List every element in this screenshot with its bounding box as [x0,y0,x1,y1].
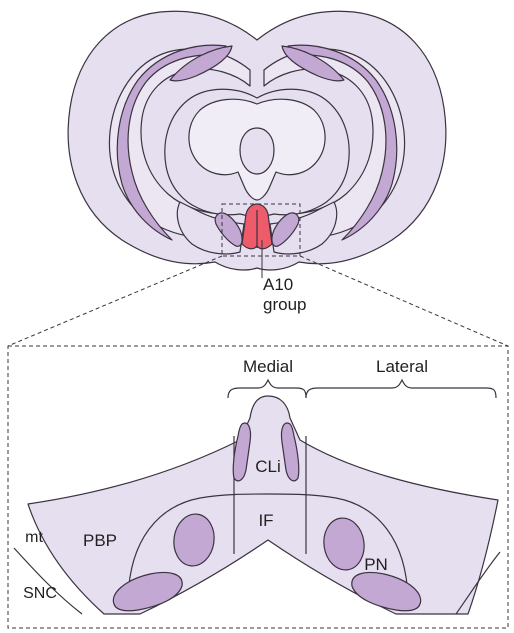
a10-label-line2: group [263,295,306,314]
cli-label: CLi [255,457,281,476]
zoom-line-left [8,256,222,346]
vta-tissue [28,396,498,614]
brain-coronal-section [68,11,446,270]
snc-label: SNC [23,585,57,602]
lateral-bracket [306,380,496,398]
mt-label: mt [25,529,43,546]
medial-bracket [228,380,306,398]
pbp-label: PBP [83,531,117,550]
a10-label-line1: A10 [263,275,293,294]
midline-notch [240,128,274,174]
inset-tissue [28,396,498,614]
if-label: IF [258,511,273,530]
lateral-label: Lateral [376,357,428,376]
medial-label: Medial [243,357,293,376]
zoom-line-right [300,256,508,346]
pn-label: PN [364,555,388,574]
